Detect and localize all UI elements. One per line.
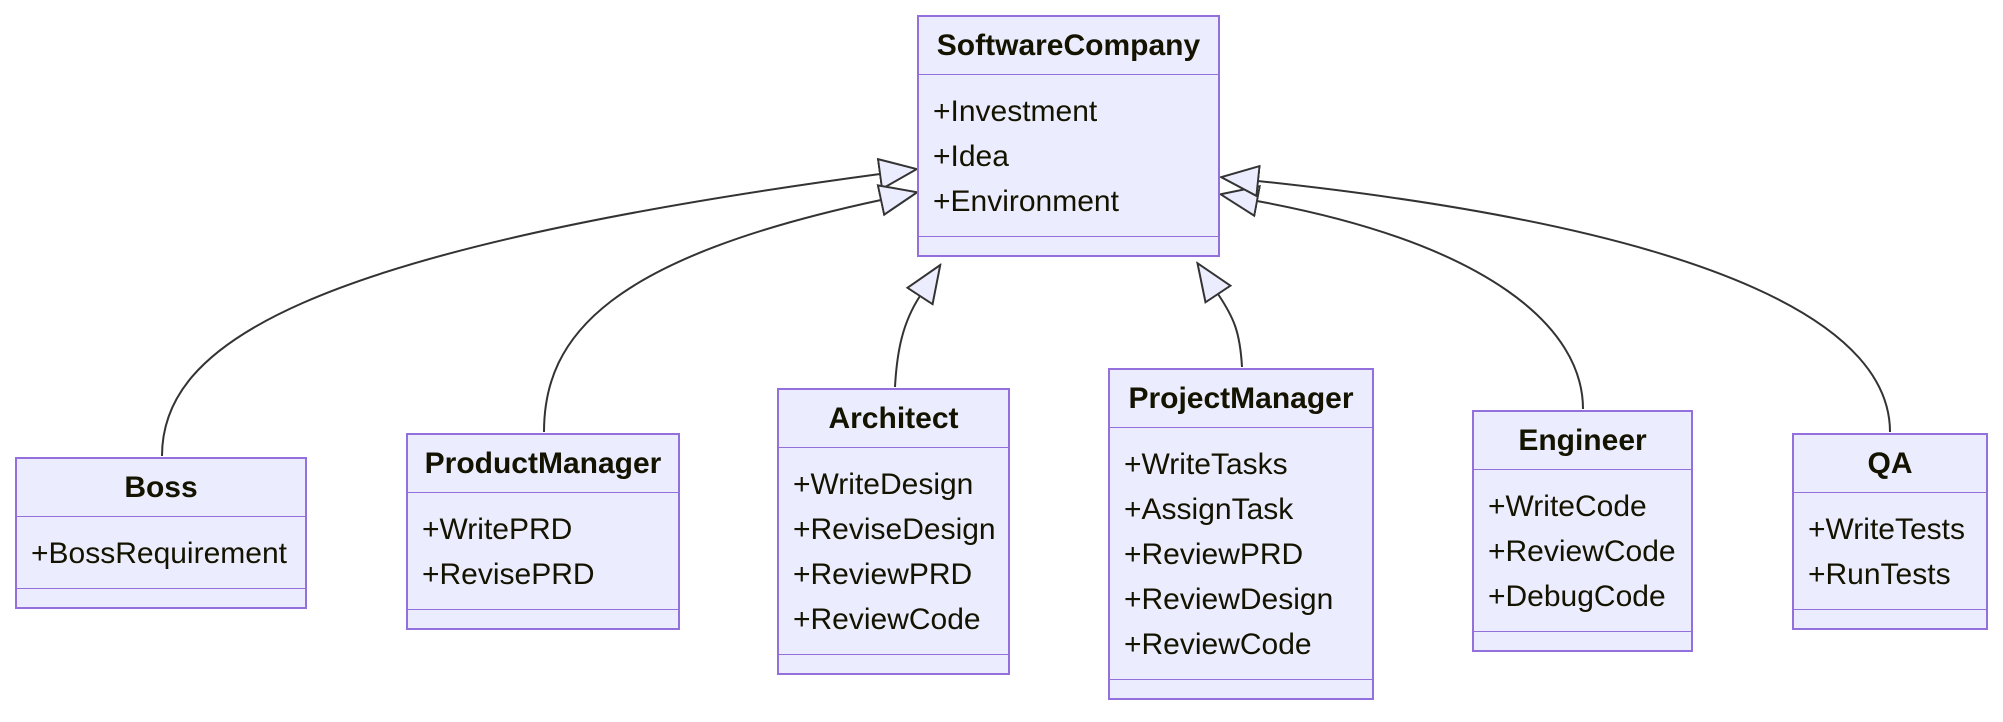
- class-member: +WriteDesign: [793, 468, 974, 501]
- edge-engineer-to-softwarecompany: [1257, 201, 1584, 410]
- class-methods-empty: [1794, 609, 1986, 628]
- class-methods-empty: [779, 654, 1008, 673]
- class-members-boss: +BossRequirement: [17, 517, 305, 588]
- class-member: +WriteTests: [1808, 513, 1965, 546]
- class-title-architect: Architect: [779, 390, 1008, 448]
- class-node-qa: QA +WriteTests +RunTests: [1792, 433, 1988, 630]
- edge-projectmanager-to-softwarecompany: [1218, 294, 1243, 368]
- class-node-architect: Architect +WriteDesign +ReviseDesign +Re…: [777, 388, 1010, 675]
- class-member: +WritePRD: [422, 513, 573, 546]
- class-methods-empty: [1110, 679, 1372, 698]
- class-node-projectmanager: ProjectManager +WriteTasks +AssignTask +…: [1108, 368, 1374, 700]
- class-member: +ReviewPRD: [1124, 538, 1304, 571]
- class-member: +ReviewCode: [1488, 535, 1676, 568]
- class-member: +ReviseDesign: [793, 513, 996, 546]
- class-methods-empty: [919, 236, 1218, 255]
- class-title-projectmanager: ProjectManager: [1110, 370, 1372, 428]
- class-node-engineer: Engineer +WriteCode +ReviewCode +DebugCo…: [1472, 410, 1693, 652]
- class-member: +DebugCode: [1488, 580, 1666, 613]
- class-member: +BossRequirement: [31, 537, 287, 570]
- class-methods-empty: [408, 609, 678, 628]
- class-member: +WriteCode: [1488, 490, 1647, 523]
- class-member: +Environment: [933, 185, 1119, 218]
- class-member: +ReviewPRD: [793, 558, 973, 591]
- class-methods-empty: [17, 588, 305, 607]
- class-member: +WriteTasks: [1124, 448, 1288, 481]
- edge-architect-to-softwarecompany: [894, 296, 920, 388]
- class-node-productmanager: ProductManager +WritePRD +RevisePRD: [406, 433, 680, 630]
- class-members-projectmanager: +WriteTasks +AssignTask +ReviewPRD +Revi…: [1110, 428, 1372, 679]
- class-node-boss: Boss +BossRequirement: [15, 457, 307, 609]
- class-members-architect: +WriteDesign +ReviseDesign +ReviewPRD +R…: [779, 448, 1008, 654]
- edge-qa-to-softwarecompany: [1258, 181, 1891, 433]
- class-member: +AssignTask: [1124, 493, 1294, 526]
- class-methods-empty: [1474, 631, 1691, 650]
- class-title-productmanager: ProductManager: [408, 435, 678, 493]
- class-member: +ReviewCode: [1124, 628, 1312, 661]
- class-member: +RevisePRD: [422, 558, 595, 591]
- class-members-softwarecompany: +Investment +Idea +Environment: [919, 75, 1218, 236]
- class-member: +ReviewDesign: [1124, 583, 1334, 616]
- class-title-softwarecompany: SoftwareCompany: [919, 17, 1218, 75]
- class-title-qa: QA: [1794, 435, 1986, 493]
- edge-boss-to-softwarecompany: [161, 174, 880, 457]
- class-title-boss: Boss: [17, 459, 305, 517]
- class-members-productmanager: +WritePRD +RevisePRD: [408, 493, 678, 609]
- class-node-softwarecompany: SoftwareCompany +Investment +Idea +Envir…: [917, 15, 1220, 257]
- class-member: +Idea: [933, 140, 1009, 173]
- class-title-engineer: Engineer: [1474, 412, 1691, 470]
- edge-productmanager-to-softwarecompany: [543, 200, 881, 433]
- class-member: +RunTests: [1808, 558, 1951, 591]
- class-members-qa: +WriteTests +RunTests: [1794, 493, 1986, 609]
- class-member: +ReviewCode: [793, 603, 981, 636]
- class-members-engineer: +WriteCode +ReviewCode +DebugCode: [1474, 470, 1691, 631]
- class-member: +Investment: [933, 95, 1098, 128]
